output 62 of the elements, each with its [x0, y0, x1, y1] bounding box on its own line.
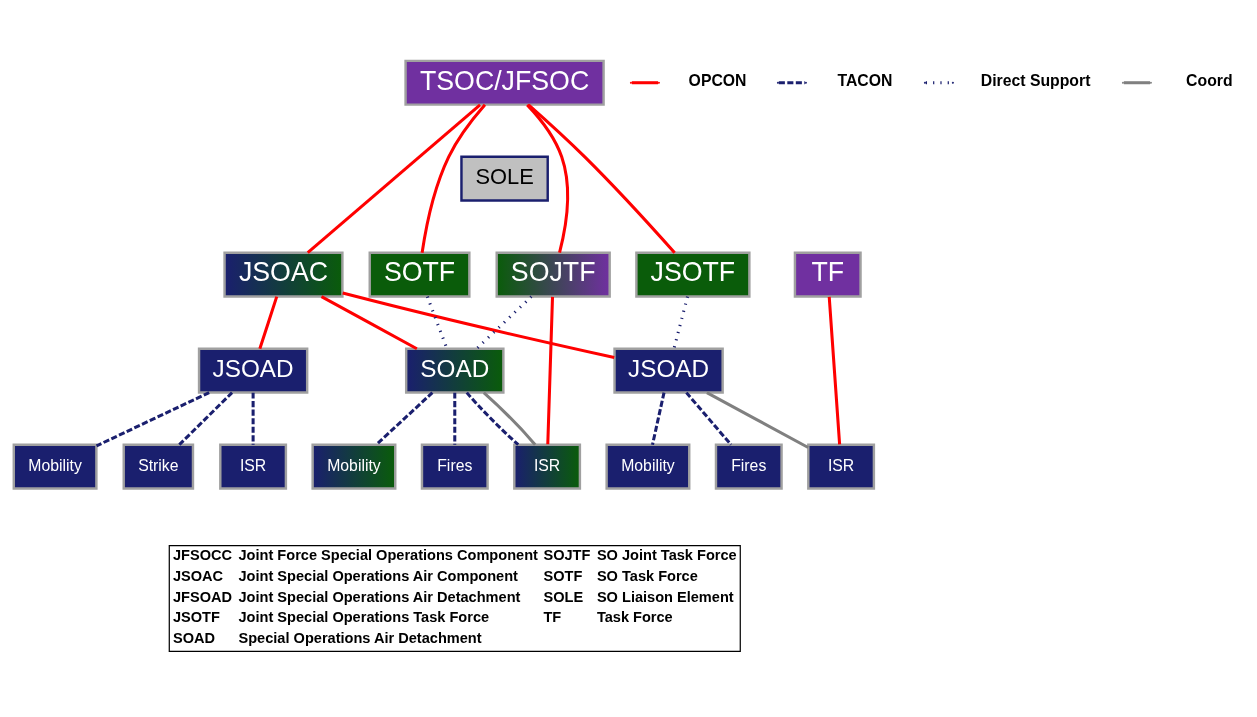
- node-box: TF: [793, 251, 862, 298]
- node-box: ISR: [807, 443, 876, 490]
- label: SO Joint Task Force: [596, 547, 737, 564]
- node-box: Strike: [122, 443, 195, 490]
- label: Joint Special Operations Air Detachment: [238, 588, 521, 605]
- label: Special Operations Air Detachment: [238, 629, 482, 646]
- label: SOTF: [543, 567, 583, 584]
- connector: [475, 295, 533, 350]
- label: JSOAC: [172, 567, 224, 584]
- connector: [482, 391, 537, 446]
- node-box: JSOAD: [613, 347, 724, 394]
- node-box: JSOTF: [635, 251, 751, 298]
- node-box: SOAD: [404, 347, 505, 394]
- node-box: ISR: [513, 443, 582, 490]
- node-box: JSOAC: [223, 251, 344, 298]
- label: SO Liaison Element: [596, 588, 734, 605]
- label: SOJTF: [543, 547, 591, 564]
- node-box: SOTF: [368, 251, 471, 298]
- connector: [320, 295, 418, 351]
- connector: [672, 296, 689, 350]
- connector: [651, 392, 666, 446]
- connector: [465, 391, 520, 446]
- connector: [706, 391, 809, 449]
- node-box: Mobility: [311, 443, 397, 490]
- connector: [420, 103, 487, 253]
- label: SOLE: [543, 588, 584, 605]
- legend-label: Coord: [1186, 71, 1233, 89]
- legend-label: OPCON: [688, 71, 747, 89]
- connector: [178, 391, 234, 446]
- label: JSOTF: [172, 609, 220, 626]
- label: SOAD: [172, 629, 216, 646]
- label: Joint Special Operations Task Force: [238, 609, 490, 626]
- node-box: TSOC/JFSOC: [404, 59, 605, 106]
- node-box: Fires: [714, 443, 783, 490]
- connector: [258, 296, 279, 350]
- connector: [546, 296, 555, 445]
- label: Joint Force Special Operations Component: [238, 547, 538, 564]
- connector: [95, 391, 210, 448]
- connector: [527, 103, 676, 254]
- connector: [685, 391, 733, 446]
- label: SO Task Force: [596, 567, 698, 584]
- label: JFSOAD: [172, 588, 233, 605]
- legend-label: Direct Support: [980, 71, 1091, 89]
- node-box: SOLE: [460, 155, 549, 202]
- node-box: SOJTF: [495, 251, 611, 298]
- legend-label: TACON: [837, 71, 893, 89]
- label: Joint Special Operations Air Component: [238, 567, 518, 584]
- label: TF: [543, 609, 562, 626]
- connector: [306, 103, 482, 254]
- node-box: Fires: [420, 443, 489, 490]
- node-box: JSOAD: [197, 347, 309, 394]
- connector: [453, 392, 457, 445]
- node-box: Mobility: [605, 443, 691, 490]
- connector: [827, 296, 842, 445]
- connector: [375, 391, 434, 446]
- label: Task Force: [596, 609, 673, 626]
- connector: [526, 103, 569, 253]
- node-box: ISR: [219, 443, 288, 490]
- node-box: Mobility: [12, 443, 98, 490]
- connector: [251, 392, 255, 445]
- label: JFSOCC: [172, 547, 233, 564]
- connector: [342, 291, 615, 360]
